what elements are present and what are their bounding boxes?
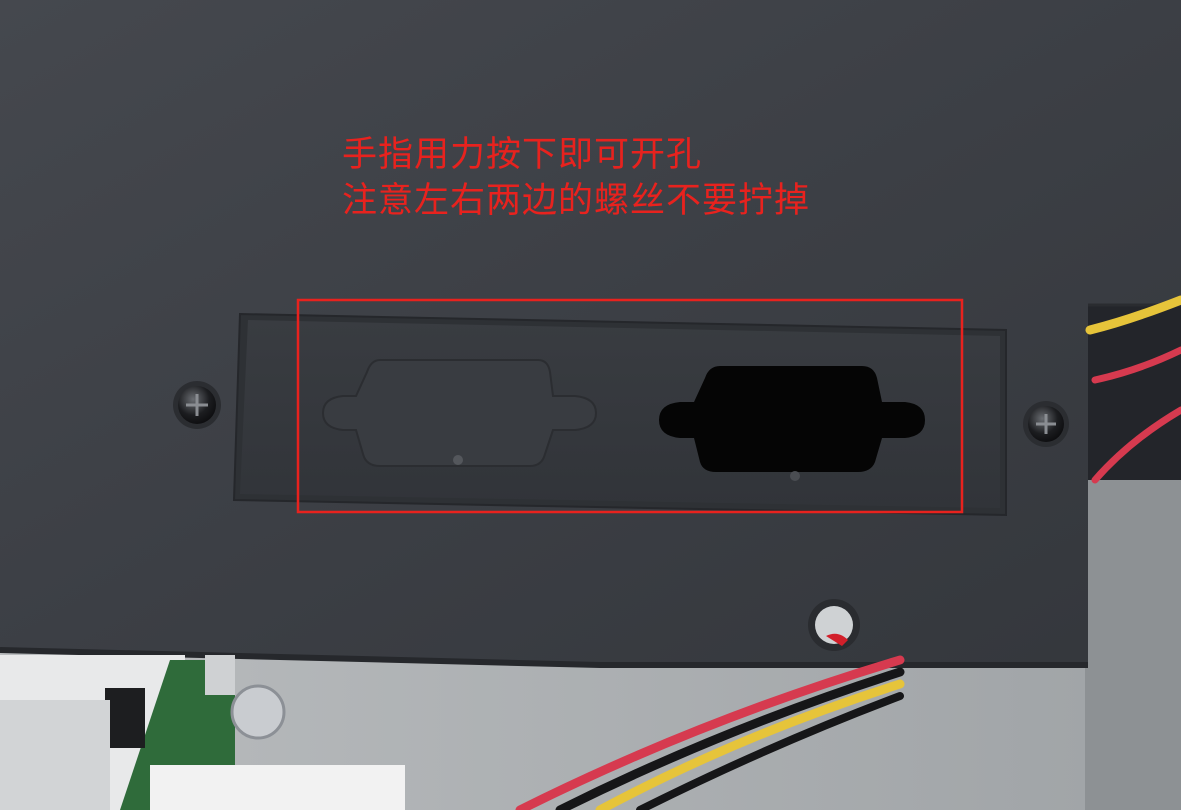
annotation-caption: 手指用力按下即可开孔 注意左右两边的螺丝不要拧掉 <box>342 132 810 224</box>
panel-bottom-edge <box>0 647 1088 668</box>
highlight-box <box>296 298 964 514</box>
pcb-board <box>0 655 405 810</box>
cables <box>515 295 1181 810</box>
annotation-line-2: 注意左右两边的螺丝不要拧掉 <box>342 181 811 221</box>
db9-cutout-open <box>659 366 925 472</box>
knockout-tab <box>453 455 463 465</box>
bottom-hole <box>808 599 860 651</box>
annotation-line-1: 手指用力按下即可开孔 <box>342 135 703 175</box>
db9-knockout-closed <box>321 359 598 467</box>
case-interior-floor <box>1085 480 1181 810</box>
left-screw <box>173 381 221 429</box>
knockout-tab-open <box>790 471 800 481</box>
right-screw <box>1023 401 1069 447</box>
